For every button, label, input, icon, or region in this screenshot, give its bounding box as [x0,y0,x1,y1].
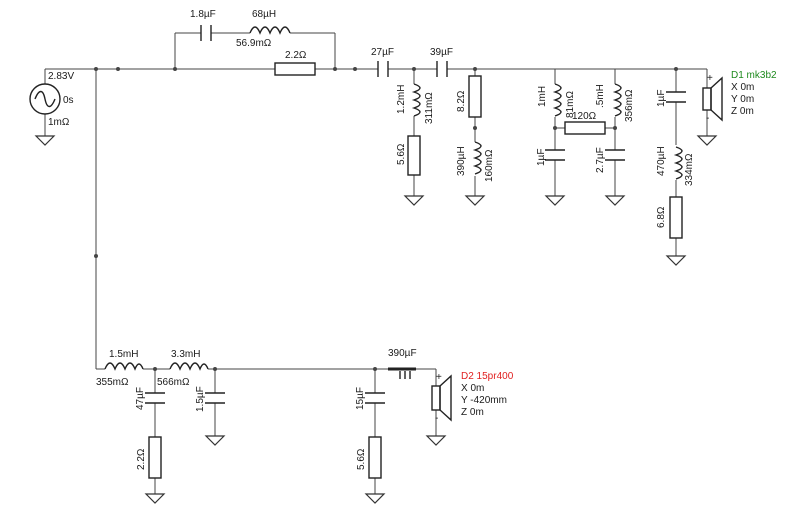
capacitor-bypass[interactable] [200,25,212,41]
ground-icon [425,435,447,446]
capacitor-47uf[interactable] [145,392,165,404]
woofer-shunt3-cap-label: 15µF [355,387,366,410]
resistor-5-6-top[interactable] [407,135,421,176]
shunt2-resistor-label: 8.2Ω [456,90,467,112]
driver1-z: Z 0m [731,106,754,117]
inductor-bypass[interactable] [249,26,291,35]
shunt1-resistor-label: 5.6Ω [396,143,407,165]
woofer-shunt3-resistor-label: 5.6Ω [356,448,367,470]
svg-text:-: - [435,413,438,424]
ground-icon [204,435,226,446]
inductor-1-2mh[interactable] [411,83,421,117]
speaker-d1-icon[interactable]: + - [702,73,723,124]
notch-inductor-a-r-label: 81mΩ [565,91,576,118]
resistor-series[interactable] [274,62,316,76]
ground-icon [364,493,386,504]
cap2-label: 39µF [430,47,453,58]
driver1-x: X 0m [731,82,754,93]
speaker-d2-icon[interactable]: + - [431,372,452,424]
ground-icon [403,195,425,206]
driver1-y: Y 0m [731,94,754,105]
junction-dots [94,67,678,371]
woofer-inductor2-r-label: 566mΩ [157,377,190,388]
series-cap-label: 390µF [388,348,417,359]
woofer-shunt2-cap-label: 1.5µF [195,386,206,412]
source-delay-label: 0s [63,95,74,106]
ground-icon [544,195,566,206]
driver2-y: Y -420mm [461,395,507,406]
shunt2-inductor-r-label: 160mΩ [484,149,495,182]
notch-cap-a-label: 1µF [536,149,547,166]
ground-icon [464,195,486,206]
woofer-inductor2-label: 3.3mH [171,349,200,360]
inductor-0-5mh[interactable] [612,83,622,117]
notch-inductor-b-label: .5mH [595,84,606,108]
capacitor-27uf[interactable] [377,61,389,77]
resistor-2-2-bottom[interactable] [148,436,162,479]
driver1-name: D1 mk3b2 [731,70,777,81]
svg-text:-: - [706,113,709,124]
shunt2-inductor-label: 390µH [456,146,467,176]
shunt1-inductor-r-label: 311mΩ [424,92,435,124]
inductor-1-5mh[interactable] [104,362,144,371]
zobel-resistor-label: 6.8Ω [656,206,667,228]
capacitor-notch-1uf[interactable] [545,149,565,161]
series-resistor-label: 2.2Ω [285,50,307,61]
shunt1-inductor-label: 1.2mH [396,85,407,114]
capacitor-39uf[interactable] [436,61,448,77]
svg-text:+: + [436,372,442,383]
ground-symbols [34,135,718,504]
resistor-8-2[interactable] [468,75,482,118]
bypass-inductor-label: 68µH [252,9,276,20]
ground-icon [696,135,718,146]
wires [44,32,708,494]
capacitor-2-7uf[interactable] [605,149,625,161]
driver2-name: D2 15pr400 [461,371,514,382]
inductor-1mh[interactable] [552,83,562,117]
cap1-label: 27µF [371,47,394,58]
driver2-z: Z 0m [461,407,484,418]
notch-inductor-b-r-label: 356mΩ [624,89,635,122]
resistor-5-6-bottom[interactable] [368,436,382,479]
notch-resistor-label: 120Ω [572,111,597,122]
source-impedance-label: 1mΩ [48,117,70,128]
notch-cap-b-label: 2.7µF [595,147,606,173]
inductor-470uh[interactable] [673,146,683,180]
voltage-source[interactable] [29,83,61,115]
svg-text:+: + [707,73,713,84]
resistor-120[interactable] [564,121,606,135]
driver2-x: X 0m [461,383,484,394]
capacitor-390uf[interactable] [388,367,416,379]
notch-inductor-a-label: 1mH [537,86,548,107]
inductor-390uh[interactable] [472,141,482,175]
ground-icon [144,493,166,504]
source-voltage-label: 2.83V [48,71,74,82]
zobel-inductor-label: 470µH [656,146,667,176]
ground-icon [34,135,56,146]
bypass-cap-label: 1.8µF [190,9,216,20]
woofer-shunt1-resistor-label: 2.2Ω [136,448,147,470]
woofer-shunt1-cap-label: 47µF [135,387,146,410]
zobel-cap-label: 1µF [656,90,667,107]
zobel-inductor-r-label: 334mΩ [684,153,695,186]
woofer-inductor1-label: 1.5mH [109,349,138,360]
capacitor-1-5uf[interactable] [205,392,225,404]
bypass-inductor-r-label: 56.9mΩ [236,38,272,49]
woofer-inductor1-r-label: 355mΩ [96,377,129,388]
ground-icon [604,195,626,206]
resistor-6-8[interactable] [669,196,683,239]
inductor-3-3mh[interactable] [169,362,209,371]
capacitor-zobel-1uf[interactable] [666,91,686,103]
capacitor-15uf[interactable] [365,392,385,404]
ground-icon [665,255,687,266]
